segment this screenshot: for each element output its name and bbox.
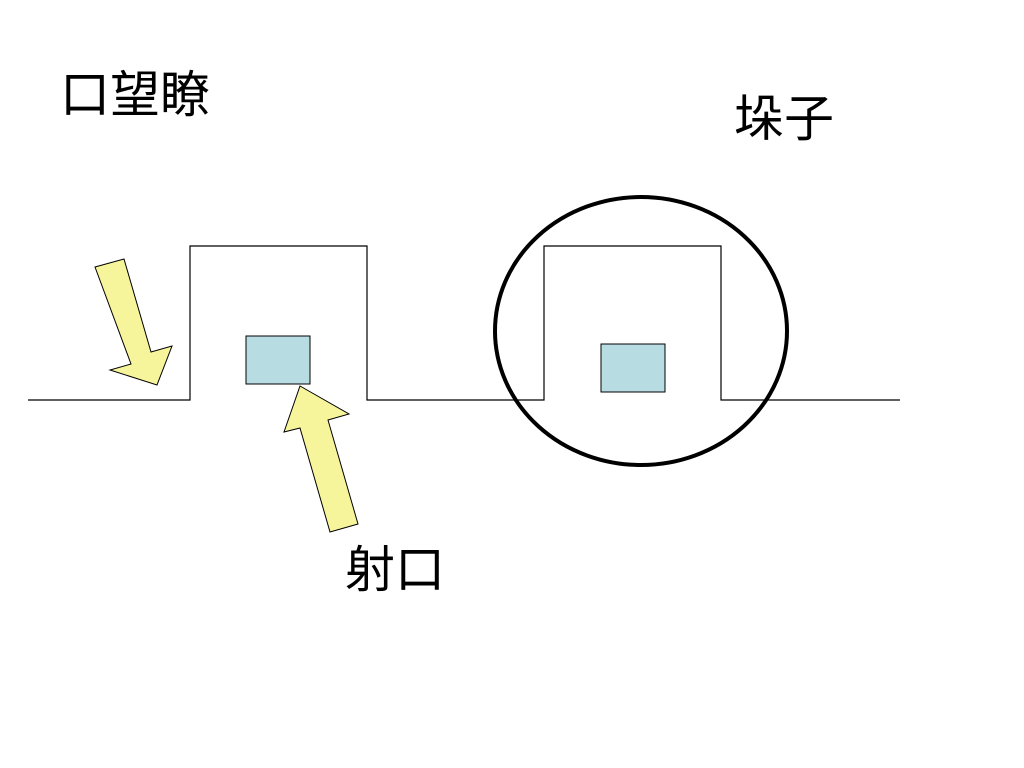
loophole-label: 射口	[345, 541, 445, 599]
merlon-label: 垛子	[734, 90, 834, 148]
lookout-label-char-1: 瞭	[152, 68, 210, 118]
loophole-window-left	[245, 335, 311, 385]
wall-profile-line	[28, 245, 900, 401]
merlon-highlight-circle	[493, 195, 789, 467]
lookout-label-char-3: 口	[52, 68, 110, 118]
loophole-arrow	[283, 385, 359, 533]
lookout-label: 瞭 望 口	[52, 68, 210, 140]
lookout-arrow	[94, 258, 173, 386]
lookout-label-char-2: 望	[102, 68, 160, 118]
loophole-window-right	[600, 343, 666, 393]
